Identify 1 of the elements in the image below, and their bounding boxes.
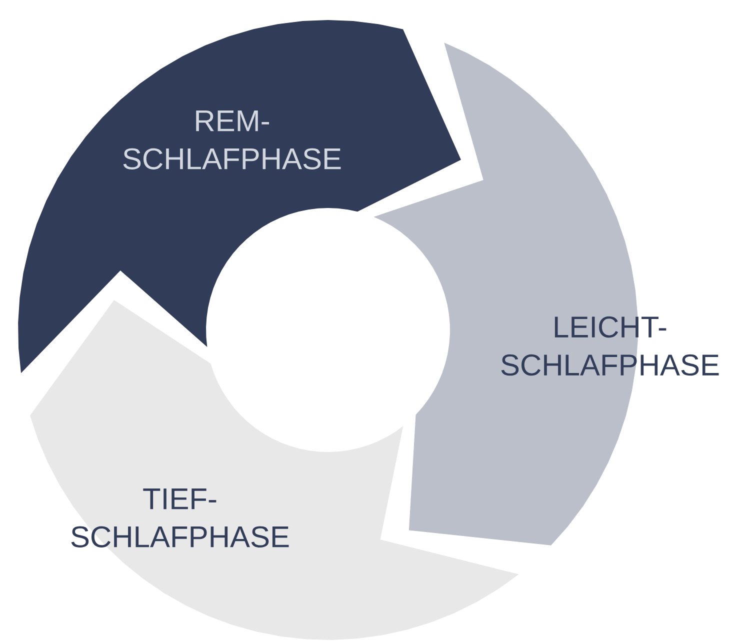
- ring-segment: REM- SCHLAFPHASE: [18, 20, 461, 374]
